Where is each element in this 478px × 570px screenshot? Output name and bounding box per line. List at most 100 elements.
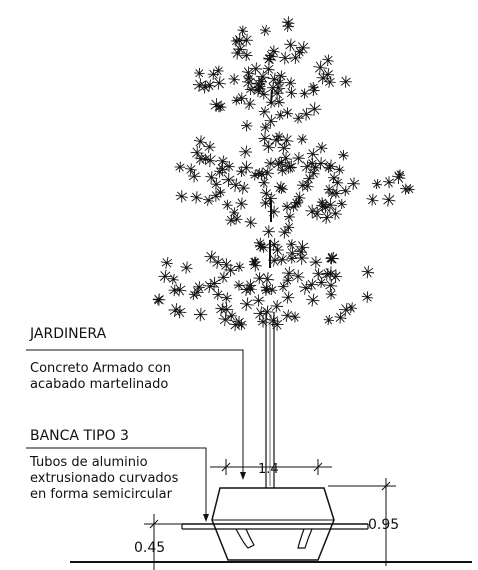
leaf-asterisk bbox=[229, 318, 243, 332]
leaf-asterisk bbox=[277, 141, 291, 155]
leaf-asterisk bbox=[382, 193, 396, 207]
leaf-asterisk bbox=[276, 164, 288, 177]
leaf-asterisk bbox=[204, 250, 218, 264]
leaf-asterisk bbox=[212, 76, 226, 90]
leaf-asterisk bbox=[276, 253, 289, 266]
leaf-asterisk bbox=[309, 255, 323, 269]
leaf-asterisk bbox=[249, 256, 260, 267]
leaf-asterisk bbox=[265, 97, 277, 109]
leaf-asterisk bbox=[299, 88, 310, 99]
leaf-asterisk bbox=[324, 278, 338, 293]
leaf-asterisk bbox=[293, 112, 304, 124]
leaf-asterisk bbox=[237, 25, 248, 36]
leaf-asterisk bbox=[323, 266, 338, 281]
leaf-asterisk bbox=[274, 181, 287, 194]
leaf-asterisk bbox=[194, 67, 205, 79]
dimension-bench bbox=[144, 514, 186, 570]
leaf-asterisk bbox=[301, 179, 314, 192]
leaf-asterisk bbox=[187, 169, 201, 183]
banca-title: BANCA TIPO 3 bbox=[30, 428, 129, 444]
leaf-asterisk bbox=[325, 288, 337, 300]
leaf-asterisk bbox=[264, 157, 277, 170]
leaf-asterisk bbox=[222, 199, 233, 211]
leaf-asterisk bbox=[366, 193, 379, 206]
leaf-asterisk bbox=[258, 177, 270, 189]
leaf-asterisk bbox=[394, 169, 406, 180]
leaf-asterisk bbox=[257, 316, 269, 328]
leaf-asterisk bbox=[175, 190, 188, 203]
leaf-asterisk bbox=[281, 16, 295, 30]
leaf-asterisk bbox=[284, 38, 297, 52]
leaf-asterisk bbox=[334, 164, 345, 175]
leaf-asterisk bbox=[278, 51, 292, 65]
leaf-asterisk bbox=[258, 132, 272, 145]
leaf-asterisk bbox=[219, 258, 233, 272]
leaf-asterisk bbox=[168, 273, 179, 285]
leaf-asterisk bbox=[262, 63, 275, 76]
leaf-asterisk bbox=[295, 251, 309, 265]
leaf-asterisk bbox=[203, 194, 215, 206]
leaf-asterisk bbox=[285, 86, 298, 99]
leaf-asterisk bbox=[216, 155, 229, 168]
leaf-asterisk bbox=[215, 302, 229, 316]
jardinera-arrow bbox=[240, 472, 246, 480]
leaf-asterisk bbox=[312, 268, 325, 280]
leaf-asterisk bbox=[338, 302, 353, 317]
leaf-asterisk bbox=[185, 163, 197, 176]
leaf-asterisk bbox=[228, 178, 243, 192]
leaf-asterisk bbox=[306, 293, 320, 307]
leaf-asterisk bbox=[260, 305, 274, 319]
leaf-asterisk bbox=[268, 254, 281, 267]
leaf-asterisk bbox=[218, 312, 232, 327]
banca-desc-line-1: Tubos de aluminio bbox=[29, 455, 148, 470]
leaf-asterisk bbox=[281, 107, 294, 119]
leaf-asterisk bbox=[275, 156, 287, 168]
leaf-asterisk bbox=[234, 261, 245, 273]
leaf-asterisk bbox=[240, 49, 253, 62]
leaf-asterisk bbox=[207, 68, 220, 81]
leaf-asterisk bbox=[259, 25, 271, 37]
leaf-asterisk bbox=[278, 281, 289, 292]
leaf-asterisk bbox=[243, 73, 254, 84]
leaf-asterisk bbox=[209, 98, 224, 112]
leaf-asterisk bbox=[282, 275, 293, 286]
leaf-asterisk bbox=[207, 276, 222, 291]
planter-width-dimension: 1.4 bbox=[258, 462, 279, 477]
jardinera-desc-line-1: Concreto Armado con bbox=[30, 361, 171, 376]
leaf-asterisk bbox=[322, 54, 334, 67]
leaf-asterisk bbox=[260, 122, 271, 134]
leaf-asterisk bbox=[316, 277, 327, 288]
leaf-asterisk bbox=[293, 197, 304, 208]
leaf-asterisk bbox=[294, 46, 306, 58]
banca-arrow bbox=[203, 514, 209, 522]
leaf-asterisk bbox=[267, 82, 279, 94]
leaf-asterisk bbox=[266, 284, 278, 296]
leaf-asterisk bbox=[313, 60, 328, 75]
leaf-asterisk bbox=[235, 92, 248, 104]
leaf-asterisk bbox=[240, 297, 254, 312]
leaf-asterisk bbox=[262, 225, 276, 238]
leaf-asterisk bbox=[267, 314, 280, 327]
leaf-asterisk bbox=[158, 269, 172, 283]
leaf-asterisk bbox=[347, 177, 360, 190]
leaf-asterisk bbox=[173, 283, 187, 297]
leaf-asterisk bbox=[203, 140, 216, 153]
leaf-asterisk bbox=[258, 241, 270, 253]
leaf-asterisk bbox=[244, 216, 257, 229]
leaf-asterisk bbox=[329, 207, 342, 220]
leaf-asterisk bbox=[221, 292, 233, 304]
leaf-asterisk bbox=[336, 198, 347, 210]
leaf-asterisk bbox=[215, 187, 226, 198]
leaf-asterisk bbox=[289, 51, 302, 64]
leaf-asterisk bbox=[291, 269, 305, 283]
leaf-asterisk bbox=[203, 153, 218, 168]
leaf-asterisk bbox=[193, 307, 208, 322]
leaf-asterisk bbox=[307, 102, 322, 116]
leaf-asterisk bbox=[273, 96, 285, 108]
leaf-asterisk bbox=[324, 159, 337, 172]
leaf-asterisk bbox=[214, 166, 226, 178]
leaf-asterisk bbox=[329, 269, 343, 283]
leaf-asterisk bbox=[325, 252, 337, 265]
leaf-asterisk bbox=[306, 158, 318, 169]
leaf-asterisk bbox=[305, 204, 320, 219]
